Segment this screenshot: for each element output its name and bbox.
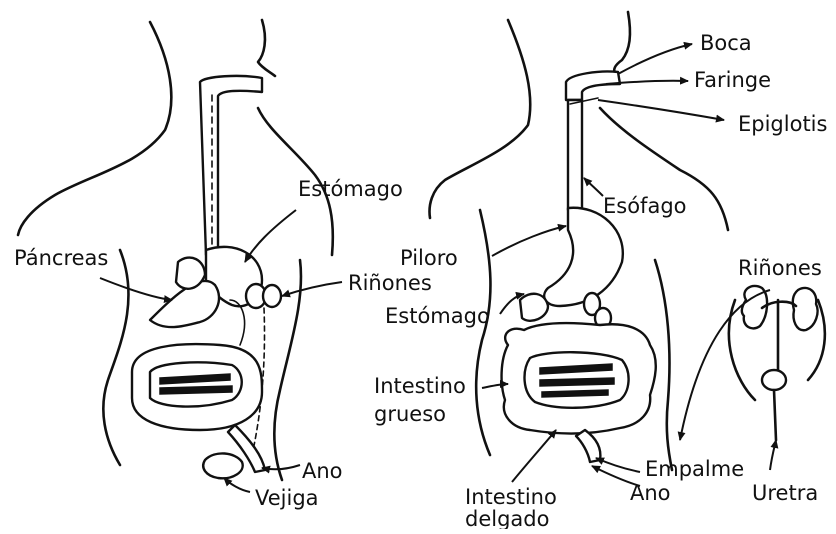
right-label-faringe: Faringe — [694, 68, 771, 92]
right-label-piloro: Piloro — [400, 246, 458, 270]
right-label-empalme: Empalme — [645, 457, 744, 481]
right-figure: Boca Faringe Epiglotis Esófago Piloro Es… — [374, 12, 827, 529]
left-bladder — [203, 453, 242, 478]
left-label-pancreas: Páncreas — [14, 246, 108, 270]
right-inset-urethra — [774, 390, 776, 440]
left-back-outline — [103, 250, 128, 465]
left-figure: Estómago Páncreas Riñones Ano Vejiga — [14, 20, 432, 510]
left-kidney-b — [263, 285, 281, 307]
right-esophagus — [568, 100, 582, 210]
right-face — [614, 12, 630, 74]
right-body-outline-neck — [430, 20, 531, 218]
left-label-rinones: Riñones — [348, 271, 432, 295]
left-arrow-rinones — [282, 282, 342, 296]
right-label-estomago: Estómago — [385, 304, 490, 328]
left-arrow-estomago — [245, 210, 296, 262]
left-liver-lobe — [176, 258, 205, 289]
right-inset-kidney-right — [793, 288, 818, 330]
right-arrow-uretra — [770, 440, 776, 470]
right-label-boca: Boca — [700, 31, 752, 55]
right-label-intestino-grueso-1: Intestino — [374, 374, 466, 398]
right-duodenum — [520, 294, 548, 321]
right-label-ano: Ano — [630, 481, 671, 505]
right-back-line — [476, 210, 490, 455]
right-pharynx — [566, 71, 620, 100]
right-stomach — [544, 208, 623, 306]
right-label-esofago: Esófago — [603, 194, 687, 218]
right-inset-bladder — [762, 370, 786, 390]
left-label-vejiga: Vejiga — [255, 486, 319, 510]
right-intestine-folds — [540, 364, 614, 397]
right-label-uretra: Uretra — [752, 481, 818, 505]
right-arrow-piloro — [492, 226, 566, 256]
right-front-line — [655, 260, 672, 470]
left-arrow-vejiga — [224, 478, 250, 492]
right-arrow-intestino-delgado — [512, 430, 556, 482]
right-arrow-esofago — [584, 178, 603, 196]
right-arrow-empalme — [596, 458, 640, 472]
right-label-intestino-delgado-2: delgado — [465, 507, 549, 529]
right-label-intestino-delgado-1: Intestino — [465, 485, 557, 509]
left-body-outline — [18, 22, 171, 235]
right-label-epiglotis: Epiglotis — [738, 112, 827, 136]
right-label-intestino-grueso-2: grueso — [374, 402, 446, 426]
left-label-ano: Ano — [302, 459, 343, 483]
right-rectum — [576, 430, 600, 462]
right-arrow-epiglotis — [598, 100, 724, 120]
left-label-estomago: Estómago — [298, 177, 403, 201]
left-neck-front — [258, 20, 275, 76]
right-label-rinones: Riñones — [738, 256, 822, 280]
left-arrow-pancreas — [100, 278, 172, 300]
left-esophagus — [200, 76, 262, 255]
left-arrow-ano — [262, 465, 300, 469]
